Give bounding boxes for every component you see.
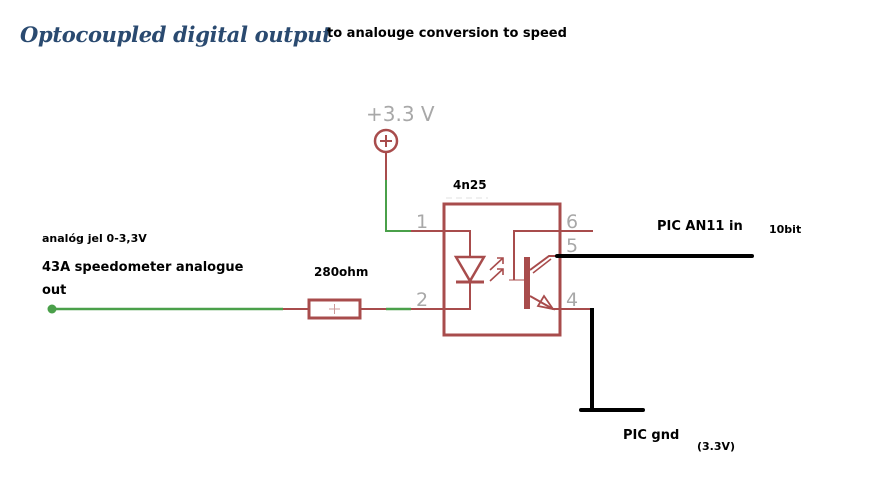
supply-label: +3.3 V <box>366 102 435 126</box>
output-pin-label: PIC AN11 in <box>657 219 743 234</box>
diagram-title: Optocoupled digital output <box>20 22 332 47</box>
optocoupler-body[interactable] <box>442 202 562 337</box>
phototransistor-icon <box>509 230 593 311</box>
pin-number-2: 2 <box>416 289 428 311</box>
pin-number-6: 6 <box>566 211 578 233</box>
output-resolution-label: 10bit <box>769 223 802 236</box>
pin-number-5: 5 <box>566 235 578 257</box>
pin-number-4: 4 <box>566 289 578 311</box>
diagram-subtitle: to analouge conversion to speed <box>327 26 567 41</box>
ground-voltage-label: (3.3V) <box>697 440 736 453</box>
light-arrows-icon <box>489 257 504 282</box>
input-source-label: 43A speedometer analogue <box>42 260 244 275</box>
input-signal-label: analóg jel 0-3,3V <box>42 232 147 245</box>
pin-number-1: 1 <box>416 211 428 233</box>
resistor-value: 280ohm <box>314 265 369 279</box>
supply-wire[interactable] <box>385 180 411 232</box>
component-name: 4n25 <box>453 178 487 192</box>
led-icon <box>443 230 487 310</box>
supply-symbol-icon <box>373 128 399 154</box>
ground-label: PIC gnd <box>623 428 680 443</box>
input-source-label-2: out <box>42 283 67 298</box>
resistor-symbol[interactable] <box>307 298 362 320</box>
